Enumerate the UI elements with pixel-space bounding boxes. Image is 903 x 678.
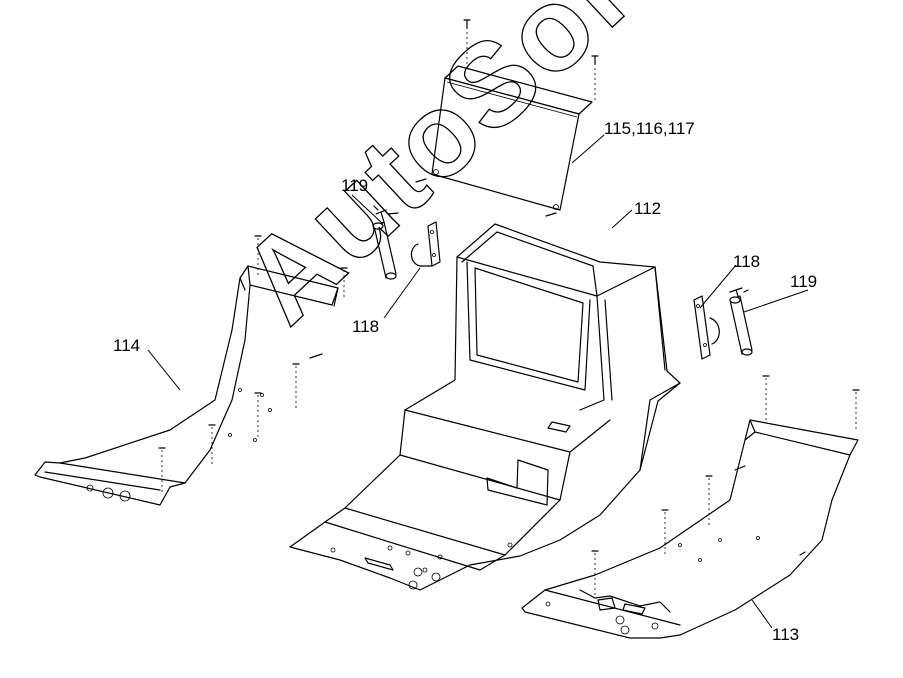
callout-115-116-117: 115,116,117 [604,119,695,138]
bracket-right [693,295,720,360]
left-plate-screws [158,235,348,495]
callout-118-left: 118 [352,317,380,336]
callout-114: 114 [113,336,141,355]
center-console [289,223,681,591]
callout-113: 113 [772,625,800,644]
right-floor-plate [521,419,859,639]
fire-extinguisher-left [372,205,399,280]
right-plate-screws [591,375,860,598]
bracket-left [410,221,441,267]
top-cover-panel [431,65,593,211]
callout-112: 112 [634,199,662,218]
fire-extinguisher-right [729,287,753,356]
leader-lines [147,134,809,629]
callout-118-right: 118 [733,252,761,271]
callout-119-right: 119 [790,272,818,291]
callout-119-left: 119 [341,176,369,195]
left-floor-plate [34,265,339,506]
panel-screws [415,19,599,217]
